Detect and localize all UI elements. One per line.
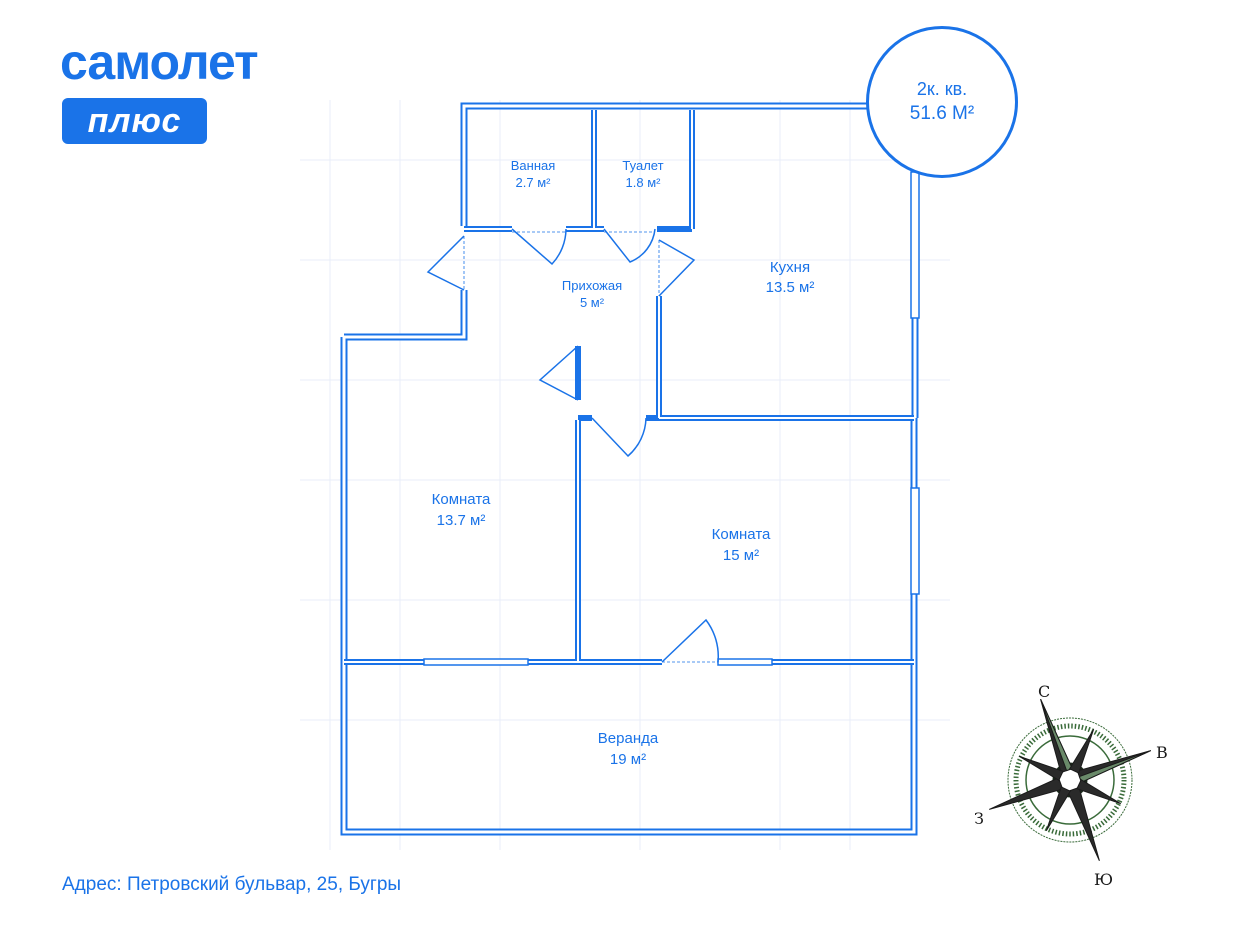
label-bathroom: Ванная 2.7 м²: [511, 158, 556, 190]
room-area: 19 м²: [610, 751, 646, 768]
room-name: Комната: [432, 491, 491, 508]
label-veranda: Веранда 19 м²: [598, 730, 659, 768]
label-room2: Комната 15 м²: [712, 526, 771, 564]
doors: [426, 228, 720, 663]
compass-north: С: [1038, 682, 1050, 701]
compass-rose-icon: С В Ю З: [974, 682, 1168, 889]
room-name: Ванная: [511, 158, 556, 173]
room-area: 5 м²: [580, 295, 605, 310]
room-name: Комната: [712, 526, 771, 543]
address: Адрес: Петровский бульвар, 25, Бугры: [62, 874, 402, 895]
room-name: Кухня: [770, 259, 810, 276]
label-toilet: Туалет 1.8 м²: [622, 158, 663, 190]
room-area: 15 м²: [723, 547, 759, 564]
room-area: 2.7 м²: [516, 175, 552, 190]
door-openings: [463, 231, 718, 663]
compass-west: З: [974, 809, 984, 828]
compass-south: Ю: [1094, 870, 1113, 889]
partitions: [344, 110, 914, 665]
label-hallway: Прихожая 5 м²: [562, 278, 622, 310]
room-area: 13.5 м²: [766, 279, 815, 296]
apartment-area: 51.6 М²: [909, 103, 975, 124]
walls: [340, 102, 919, 836]
label-kitchen: Кухня 13.5 м²: [766, 259, 815, 296]
brand-badge: плюс: [62, 98, 207, 144]
walls-inner: [342, 104, 917, 834]
room-area: 1.8 м²: [626, 175, 662, 190]
compass-east: В: [1156, 743, 1168, 762]
room-name: Туалет: [622, 158, 663, 173]
background-grid: [300, 100, 950, 850]
apartment-type: 2к. кв.: [916, 79, 968, 99]
area-badge: 2к. кв. 51.6 М²: [866, 26, 1018, 178]
brand-logo: самолет: [60, 34, 259, 90]
label-room1: Комната 13.7 м²: [432, 491, 491, 529]
room-name: Веранда: [598, 730, 659, 747]
partitions-inner: [344, 110, 914, 663]
room-name: Прихожая: [562, 278, 622, 293]
room-area: 13.7 м²: [437, 512, 486, 529]
